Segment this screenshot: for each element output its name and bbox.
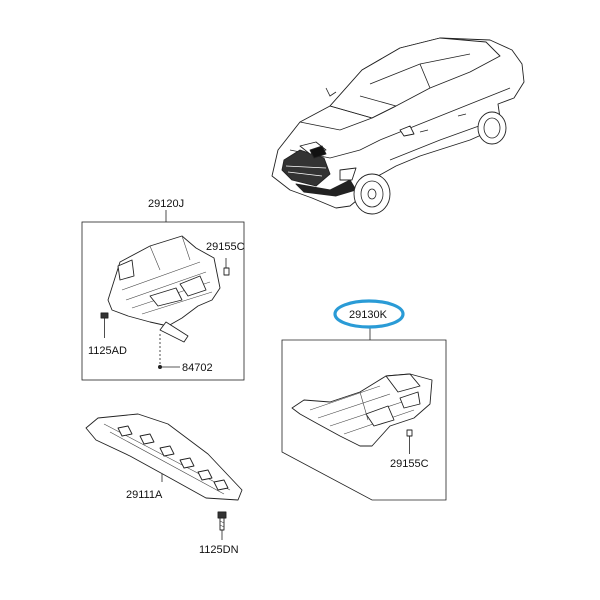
right-cover-part	[291, 373, 433, 447]
label-29111A: 29111A	[126, 489, 163, 501]
bolt-1125AD: 1125AD	[88, 312, 127, 357]
bolt-1125DN: 1125DN	[199, 511, 239, 556]
label-29155C-upper: 29155C	[206, 241, 245, 253]
lower-cover-part	[107, 235, 221, 343]
label-84702: 84702	[182, 362, 213, 374]
highlight-ellipse	[333, 299, 405, 329]
label-29120J: 29120J	[148, 198, 184, 210]
screw-84702: 84702	[158, 334, 213, 374]
right-cover-box: 29130K 29155C	[281, 299, 447, 501]
label-29130K: 29130K	[349, 309, 388, 321]
clip-upper: 29155C	[206, 241, 245, 276]
clip-lower: 29155C	[390, 429, 429, 470]
lower-cover-box: 29120J 29155C 1125AD	[81, 198, 245, 381]
car-illustration	[271, 37, 525, 215]
front-cover-part: 29111A	[85, 413, 243, 501]
label-29155C-lower: 29155C	[390, 458, 429, 470]
label-1125AD: 1125AD	[88, 345, 127, 357]
label-1125DN: 1125DN	[199, 544, 239, 556]
